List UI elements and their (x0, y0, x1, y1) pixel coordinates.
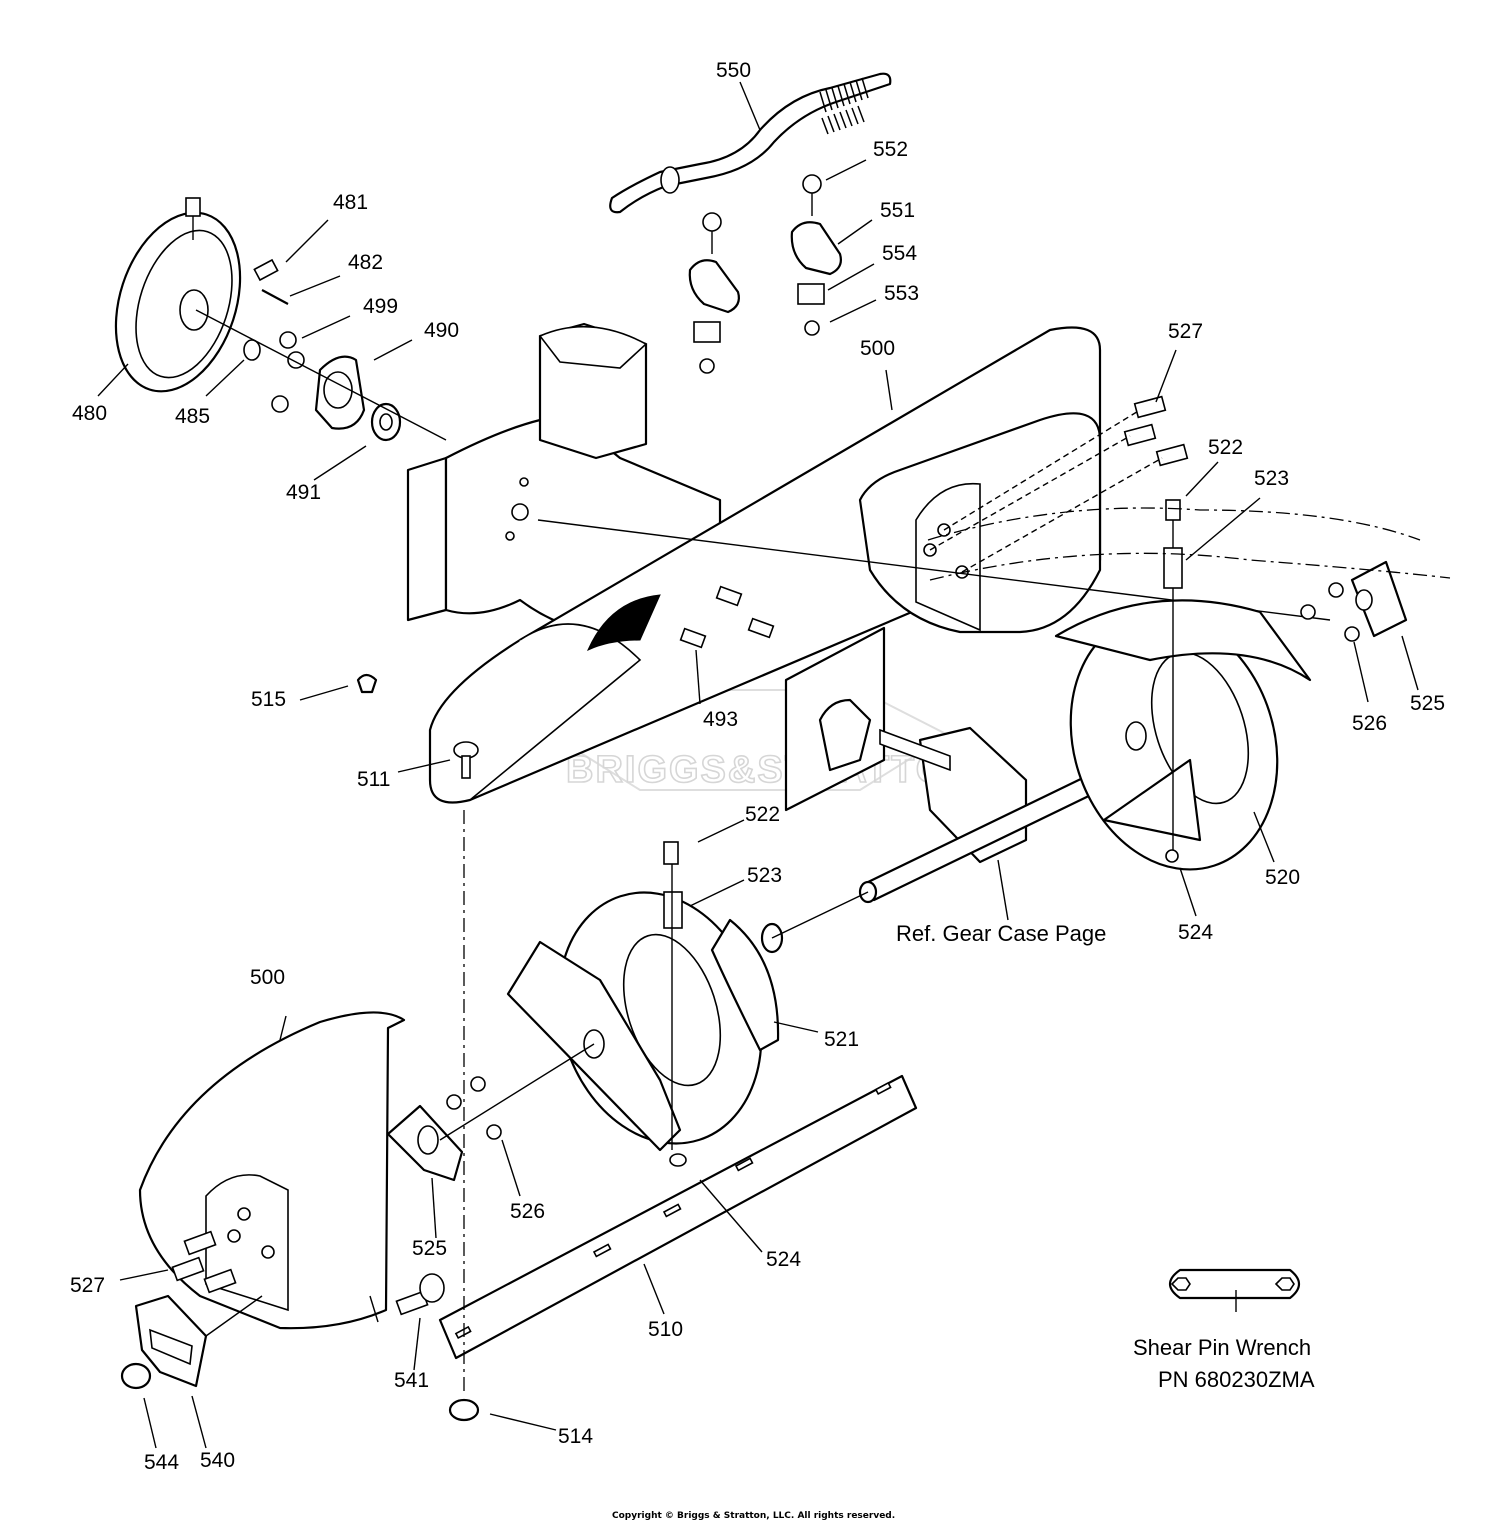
callout-520: 520 (1265, 866, 1300, 889)
callout-515: 515 (251, 688, 286, 711)
callout-553: 553 (884, 282, 919, 305)
callout-524-right: 524 (1178, 921, 1213, 944)
crank-guide-right (790, 174, 842, 336)
chute-crank-550 (609, 72, 892, 214)
auger-housing-500-bottom (138, 1011, 406, 1330)
shear-pin-wrench-label: Shear Pin Wrench (1133, 1335, 1311, 1360)
copyright-notice: Copyright © Briggs & Stratton, LLC. All … (612, 1511, 895, 1521)
callout-522-top: 522 (1208, 436, 1243, 459)
watermark-text: BRIGGS&STRATTON (566, 749, 977, 791)
callout-527-top: 527 (1168, 320, 1203, 343)
callout-525-right: 525 (1410, 692, 1445, 715)
auger-housing-500-top (406, 322, 1102, 804)
shear-pin-wrench (1168, 1268, 1301, 1312)
callout-541: 541 (394, 1369, 429, 1392)
callout-540: 540 (200, 1449, 235, 1472)
callout-499: 499 (363, 295, 398, 318)
callout-523-top: 523 (1254, 467, 1289, 490)
bearing-flange-525-bottom (386, 1043, 595, 1182)
mounting-bolts-527-top (929, 395, 1189, 573)
auger-520 (1054, 599, 1312, 871)
gear-case (784, 626, 1132, 904)
callout-521: 521 (824, 1028, 859, 1051)
nut-514 (448, 1398, 480, 1422)
skid-shoe-540 (120, 1294, 263, 1390)
callout-526-right: 526 (1352, 712, 1387, 735)
callout-523-mid: 523 (747, 864, 782, 887)
watermark: BRIGGS&STRATTON (549, 689, 977, 792)
callout-524-bottom: 524 (766, 1248, 801, 1271)
callout-493: 493 (703, 708, 738, 731)
shear-pin-522-523-top (1163, 499, 1183, 863)
callout-554: 554 (882, 242, 917, 265)
callout-491: 491 (286, 481, 321, 504)
callout-527-bottom: 527 (70, 1274, 105, 1297)
callout-550: 550 (716, 59, 751, 82)
callout-labels: 550 552 551 554 553 481 482 499 490 480 … (70, 59, 1445, 1474)
auger-521 (506, 891, 869, 1152)
shave-plate-510 (438, 1074, 918, 1360)
crank-guide-left (688, 212, 740, 374)
callout-544: 544 (144, 1451, 179, 1474)
bearing-flange-525-right (1300, 560, 1408, 642)
callout-500-top: 500 (860, 337, 895, 360)
bolts-493 (679, 585, 775, 649)
callout-490: 490 (424, 319, 459, 342)
carriage-bolt-511 (453, 741, 479, 779)
callout-482: 482 (348, 251, 383, 274)
callout-526-bottom: 526 (510, 1200, 545, 1223)
shear-pin-wrench-part-number: PN 680230ZMA (1158, 1367, 1315, 1392)
callout-481: 481 (333, 191, 368, 214)
callout-480: 480 (72, 402, 107, 425)
callout-525-bottom: 525 (412, 1237, 447, 1260)
bolt-541 (395, 1273, 445, 1316)
callout-510: 510 (648, 1318, 683, 1341)
callout-514: 514 (558, 1425, 593, 1448)
callout-552: 552 (873, 138, 908, 161)
callout-511: 511 (357, 768, 390, 791)
callout-500-bottom: 500 (250, 966, 285, 989)
callout-485: 485 (175, 405, 210, 428)
callout-551: 551 (880, 199, 915, 222)
plug-515 (356, 673, 378, 694)
shear-pin-522-523-bottom (663, 841, 687, 1167)
leader-lines (97, 81, 1419, 1449)
gear-case-reference: Ref. Gear Case Page (896, 921, 1106, 946)
callout-522-mid: 522 (745, 803, 780, 826)
pulley-hardware (243, 258, 402, 442)
auger-pulley-480 (114, 197, 242, 393)
